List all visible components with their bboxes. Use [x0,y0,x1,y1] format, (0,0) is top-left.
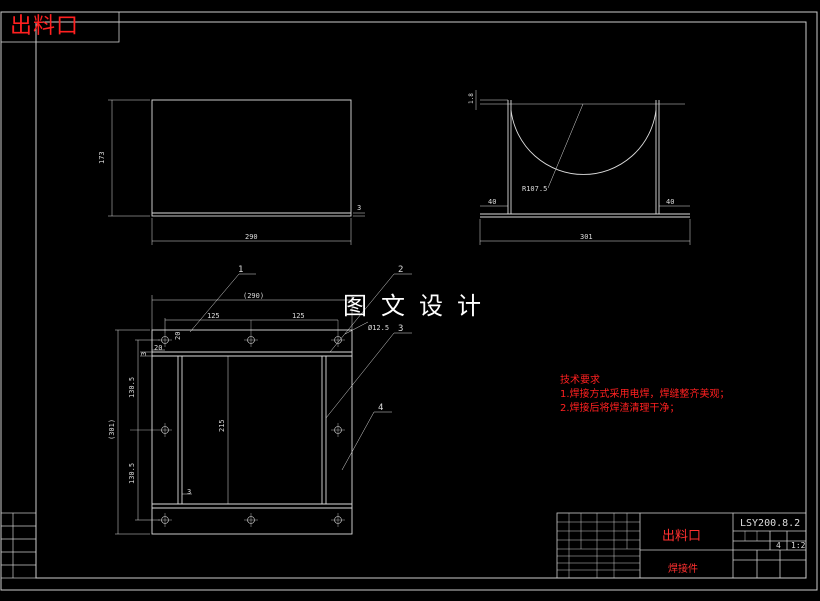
front-width-dim: 290 [245,233,258,241]
watermark-text: 图文设计 [343,292,495,320]
side-left-flange: 40 [488,198,496,206]
top-overall-height: (301) [108,419,116,440]
top-edge-offset: 20 [154,344,162,352]
balloon-4: 4 [378,403,383,413]
top-inner-height: 215 [218,419,226,432]
front-view [108,99,365,245]
top-upper-half: 130.5 [128,377,136,398]
corner-title: 出料口 [10,14,80,39]
side-width-dim: 301 [580,233,593,241]
top-hole-spacing-right: 125 [292,312,305,320]
title-block [556,512,807,579]
side-right-flange: 40 [666,198,674,206]
top-hole-diameter: Ø12.5 [368,324,389,332]
side-view [475,90,691,245]
top-lower-half: 130.5 [128,463,136,484]
balloon-2: 2 [398,265,403,275]
top-view [115,273,412,535]
title-block-drawing-no: LSY200.8.2 [740,518,801,529]
title-block-quantity: 4 [776,541,781,550]
title-block-name: 出料口 [662,529,702,544]
note-item-1: 1.焊接方式采用电焊，焊缝整齐美观； [560,389,730,400]
side-radius-dim: R107.5 [522,185,547,193]
top-plate-thickness: 3 [140,352,148,356]
top-overall-width: (290) [243,292,264,300]
front-height-dim: 173 [98,151,106,164]
front-thickness-dim: 3 [357,204,361,212]
top-bottom-thickness: 3 [187,488,191,496]
note-item-2: 2.焊接后将焊渣清理干净； [560,403,680,414]
notes-heading: 技术要求 [560,375,600,386]
side-top-dim: 1.8 [468,93,475,104]
corner-title-box [0,11,120,43]
inner-border [35,21,807,579]
technical-requirements: 技术要求 1.焊接方式采用电焊，焊缝整齐美观； 2.焊接后将焊渣清理干净； [560,374,730,416]
outer-border [0,11,818,591]
title-block-part-type: 焊接件 [668,564,698,575]
balloon-3: 3 [398,324,403,334]
balloon-1: 1 [238,265,243,275]
title-block-scale: 1:2 [791,541,806,550]
top-hole-offset: 20 [174,332,182,340]
top-hole-spacing-left: 125 [207,312,220,320]
revision-strip [0,512,37,579]
